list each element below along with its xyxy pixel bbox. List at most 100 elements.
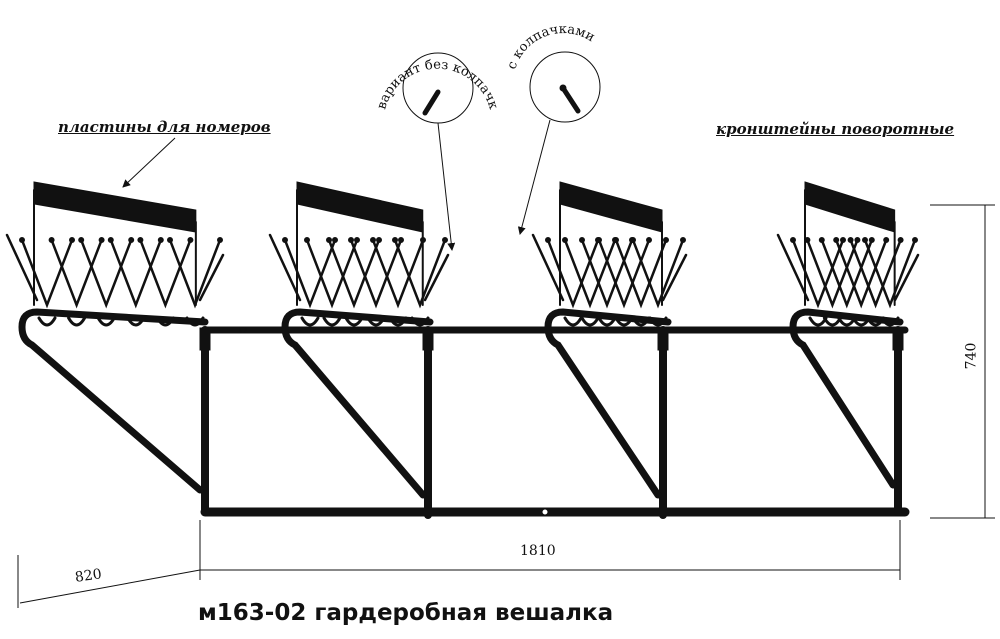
hook	[50, 238, 103, 309]
hook-tip	[392, 237, 398, 243]
hook-tip	[663, 237, 669, 243]
hook-tip	[128, 237, 135, 243]
bracket-unit	[776, 181, 920, 489]
hook-loop	[155, 316, 175, 327]
hook-loop	[300, 316, 320, 327]
hook	[834, 238, 888, 309]
hook-tip	[98, 237, 105, 243]
hook-tip	[868, 237, 875, 243]
hook-tip	[107, 237, 114, 243]
number-plate	[804, 181, 896, 233]
hook	[631, 238, 685, 309]
hook-tip	[862, 237, 868, 243]
hook	[305, 238, 359, 309]
loop-rail	[789, 308, 904, 489]
side-hook	[661, 253, 688, 302]
bracket-unit	[268, 181, 450, 499]
hook	[283, 238, 337, 309]
hook-tip	[804, 237, 811, 243]
hook-tip	[326, 237, 332, 243]
dim-depth-line	[19, 569, 201, 604]
pointer-plates	[122, 137, 176, 188]
loop-rail	[18, 308, 209, 494]
hook-tip	[167, 237, 173, 243]
number-plate	[33, 181, 197, 233]
hook-tip	[78, 237, 85, 243]
hook	[597, 238, 651, 309]
hook	[820, 238, 874, 309]
hook-loop	[322, 316, 342, 327]
hook-tip	[304, 237, 310, 243]
hook-loop	[880, 316, 900, 327]
hook	[20, 238, 74, 309]
side-hook	[5, 233, 39, 302]
hook-tip	[847, 237, 854, 243]
hook-tip	[19, 237, 25, 243]
label-brackets: кронштейны поворотные	[716, 120, 955, 138]
hook-tip	[370, 237, 376, 243]
hook-tip	[187, 237, 194, 243]
pivot-bracket	[199, 327, 211, 351]
hook-loop	[96, 316, 116, 327]
dim-length-value: 1810	[520, 543, 556, 559]
hook-tip	[332, 237, 338, 243]
hook-tip	[630, 237, 636, 243]
dimension-lines	[17, 204, 995, 608]
pointer-no-caps	[437, 122, 456, 251]
hook	[849, 238, 902, 309]
hook-loop	[597, 316, 617, 327]
bracket-unit	[531, 181, 688, 499]
hook	[791, 238, 845, 309]
rail-bolt	[541, 508, 549, 516]
side-hook	[531, 233, 565, 302]
hook-loop	[67, 316, 87, 327]
hook-tip	[646, 237, 652, 243]
number-plate	[296, 181, 424, 233]
hook	[546, 238, 600, 309]
hook-loop	[37, 316, 57, 327]
hook-loop	[563, 316, 583, 327]
hook-loop	[366, 316, 386, 327]
hook	[371, 238, 425, 309]
hook-tip	[883, 237, 890, 243]
hook-loop	[185, 316, 205, 327]
page-title: м163-02 гардеробная вешалка	[198, 600, 614, 626]
hook-tip	[579, 237, 585, 243]
hook-tip	[157, 237, 164, 243]
hook	[79, 238, 133, 309]
hook	[168, 238, 222, 309]
hook	[563, 238, 617, 309]
hook-tip	[354, 237, 360, 243]
hook	[806, 238, 859, 309]
pivot-bracket	[657, 327, 669, 351]
side-hook	[423, 253, 450, 302]
hook-loop	[631, 316, 651, 327]
side-hook	[198, 253, 225, 302]
hook-tip	[442, 237, 448, 243]
pointer-lines	[122, 119, 551, 251]
hook-tip	[282, 237, 288, 243]
hook-tip	[69, 237, 75, 243]
rail-bolt	[239, 326, 247, 334]
hook-tip	[137, 237, 144, 243]
hook-loop	[580, 316, 600, 327]
hook	[327, 238, 381, 309]
hook-tip	[217, 237, 223, 243]
side-hook	[268, 233, 302, 302]
hook-tip	[376, 237, 382, 243]
label-with-caps: с колпачками	[504, 22, 597, 71]
hook-tip	[420, 237, 426, 243]
hook-tip	[818, 237, 825, 243]
hook-loop	[614, 316, 634, 327]
hook-tip	[613, 237, 619, 243]
bracket-units	[5, 181, 920, 499]
pivot-bracket	[422, 327, 434, 351]
hook-tip	[912, 237, 918, 243]
number-plate	[559, 181, 663, 233]
hook-tip	[897, 237, 904, 243]
hook	[614, 238, 668, 309]
hook	[109, 238, 163, 309]
hook-tip	[48, 237, 55, 243]
bracket-unit	[5, 181, 225, 494]
